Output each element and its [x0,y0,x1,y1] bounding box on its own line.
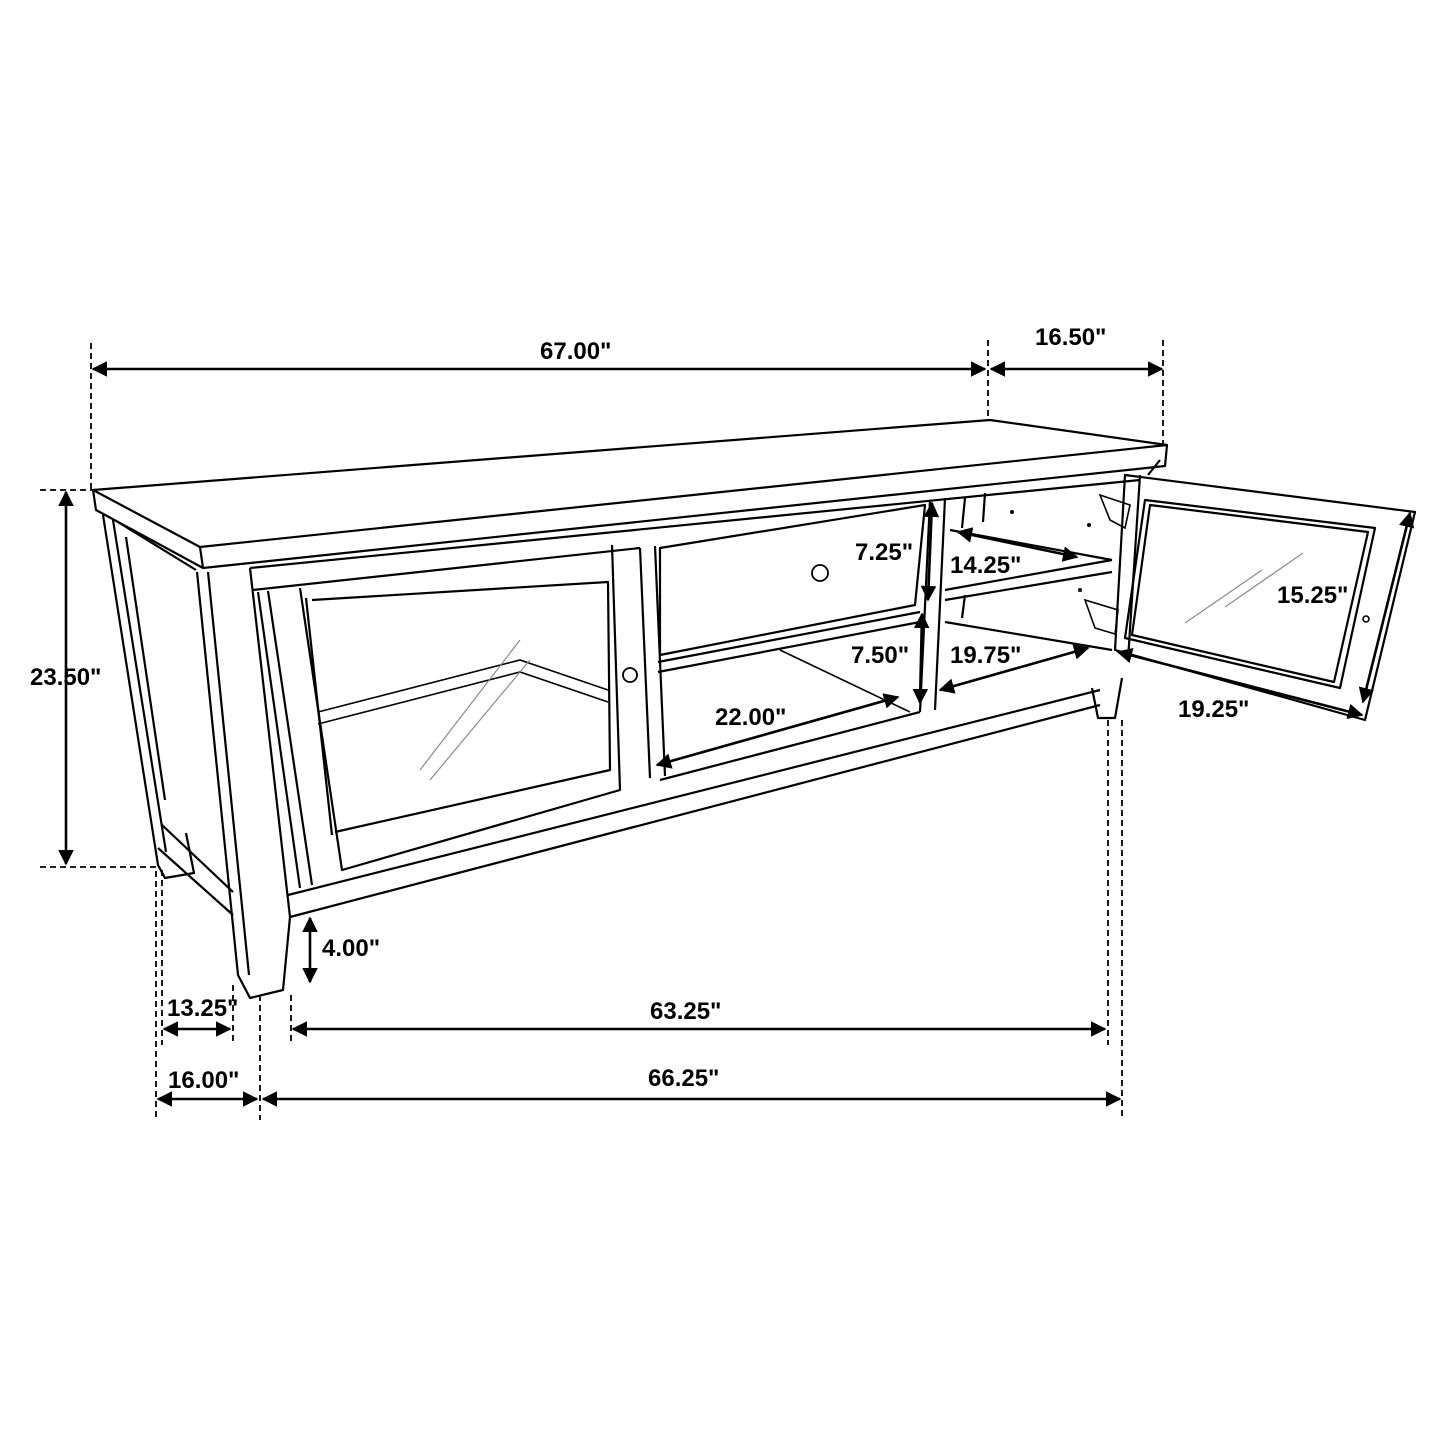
label-inner-depth: 13.25" [167,995,238,1022]
open-shelf [659,649,921,782]
label-open-shelf-width: 22.00" [715,704,786,731]
front-frame [249,478,1141,919]
left-glass-door [256,544,638,889]
label-overall-height: 23.50" [30,664,101,691]
label-cabinet-shelf-depth: 14.25" [950,552,1021,579]
label-base-width: 66.25" [648,1065,719,1092]
label-open-shelf-height: 7.50" [851,642,909,669]
label-overall-depth: 16.50" [1035,324,1106,351]
label-inner-width: 63.25" [650,998,721,1025]
dimension-labels: 67.00" 16.50" 23.50" 4.00" 13.25" 63.25"… [30,324,1348,1094]
drawer [657,503,927,674]
dimension-lines [40,340,1415,1120]
label-door-height: 15.25" [1277,582,1348,609]
tabletop [91,418,1169,570]
label-overall-width: 67.00" [540,338,611,365]
drawer-knob [811,564,829,582]
lower-hinge-icon [1083,598,1119,636]
left-door-knob [622,667,638,683]
front-right-leg [1090,677,1124,720]
label-cabinet-opening-width: 19.75" [950,642,1021,669]
label-leg-height: 4.00" [322,935,380,962]
label-drawer-height: 7.25" [855,539,913,566]
label-door-width: 19.25" [1178,696,1249,723]
left-side-panel [101,514,234,916]
front-left-leg [195,567,292,1000]
upper-hinge-icon [1098,493,1131,530]
label-base-depth: 16.00" [168,1067,239,1094]
right-glass-door-open [1113,473,1417,722]
center-left-divider [638,547,652,779]
